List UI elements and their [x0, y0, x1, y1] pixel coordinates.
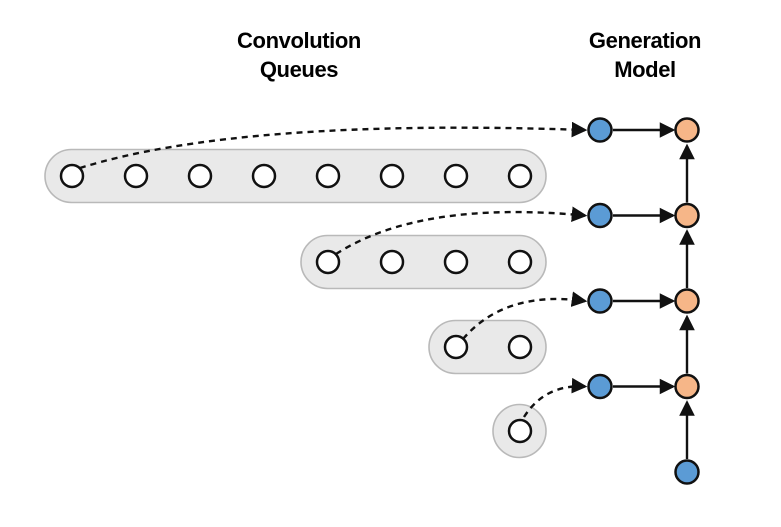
input-node [587, 373, 613, 400]
queue-to-model-dashed-arrow [522, 377, 588, 418]
queue-4-slots-slot [507, 249, 533, 275]
queue-2-slots-slot [507, 334, 533, 360]
queue-8-slots-slot [123, 163, 149, 189]
output-node [674, 117, 700, 143]
output-node [674, 288, 700, 314]
input-node [587, 288, 613, 314]
input-node [587, 202, 613, 229]
queue-4-slots-slot [379, 249, 405, 275]
queue-2-slots-container [428, 319, 547, 375]
title-line-2: Model [614, 57, 676, 82]
queue-8-slots-slot [59, 163, 85, 189]
convolution-queues-title: Convolution Queues [149, 26, 449, 84]
seed-input-node [674, 459, 700, 485]
diagram-layer [44, 117, 700, 485]
output-node [674, 373, 700, 400]
queue-8-slots-slot [187, 163, 213, 189]
queue-8-slots-slot [507, 163, 533, 189]
output-node [674, 202, 700, 229]
queue-2-slots-slot [443, 334, 469, 360]
queue-4-slots-slot [443, 249, 469, 275]
queue-8-slots-slot [315, 163, 341, 189]
input-node [587, 117, 613, 143]
queue-8-slots-slot [443, 163, 469, 189]
queue-4-slots-container [300, 234, 547, 290]
title-line-1: Generation [588, 28, 702, 53]
title-line-1: Convolution [237, 28, 361, 53]
queue-8-slots-container [44, 148, 547, 204]
queue-4-slots-slot [315, 249, 341, 275]
queue-to-model-dashed-arrow [79, 121, 588, 170]
queue-1-slot-slot [507, 418, 533, 444]
queue-to-model-dashed-arrow [462, 291, 588, 340]
generation-model-title: Generation Model [525, 26, 765, 84]
title-line-2: Queues [259, 57, 339, 82]
queue-8-slots-slot [379, 163, 405, 189]
queue-8-slots-slot [251, 163, 277, 189]
queue-to-model-dashed-arrow [335, 206, 588, 256]
